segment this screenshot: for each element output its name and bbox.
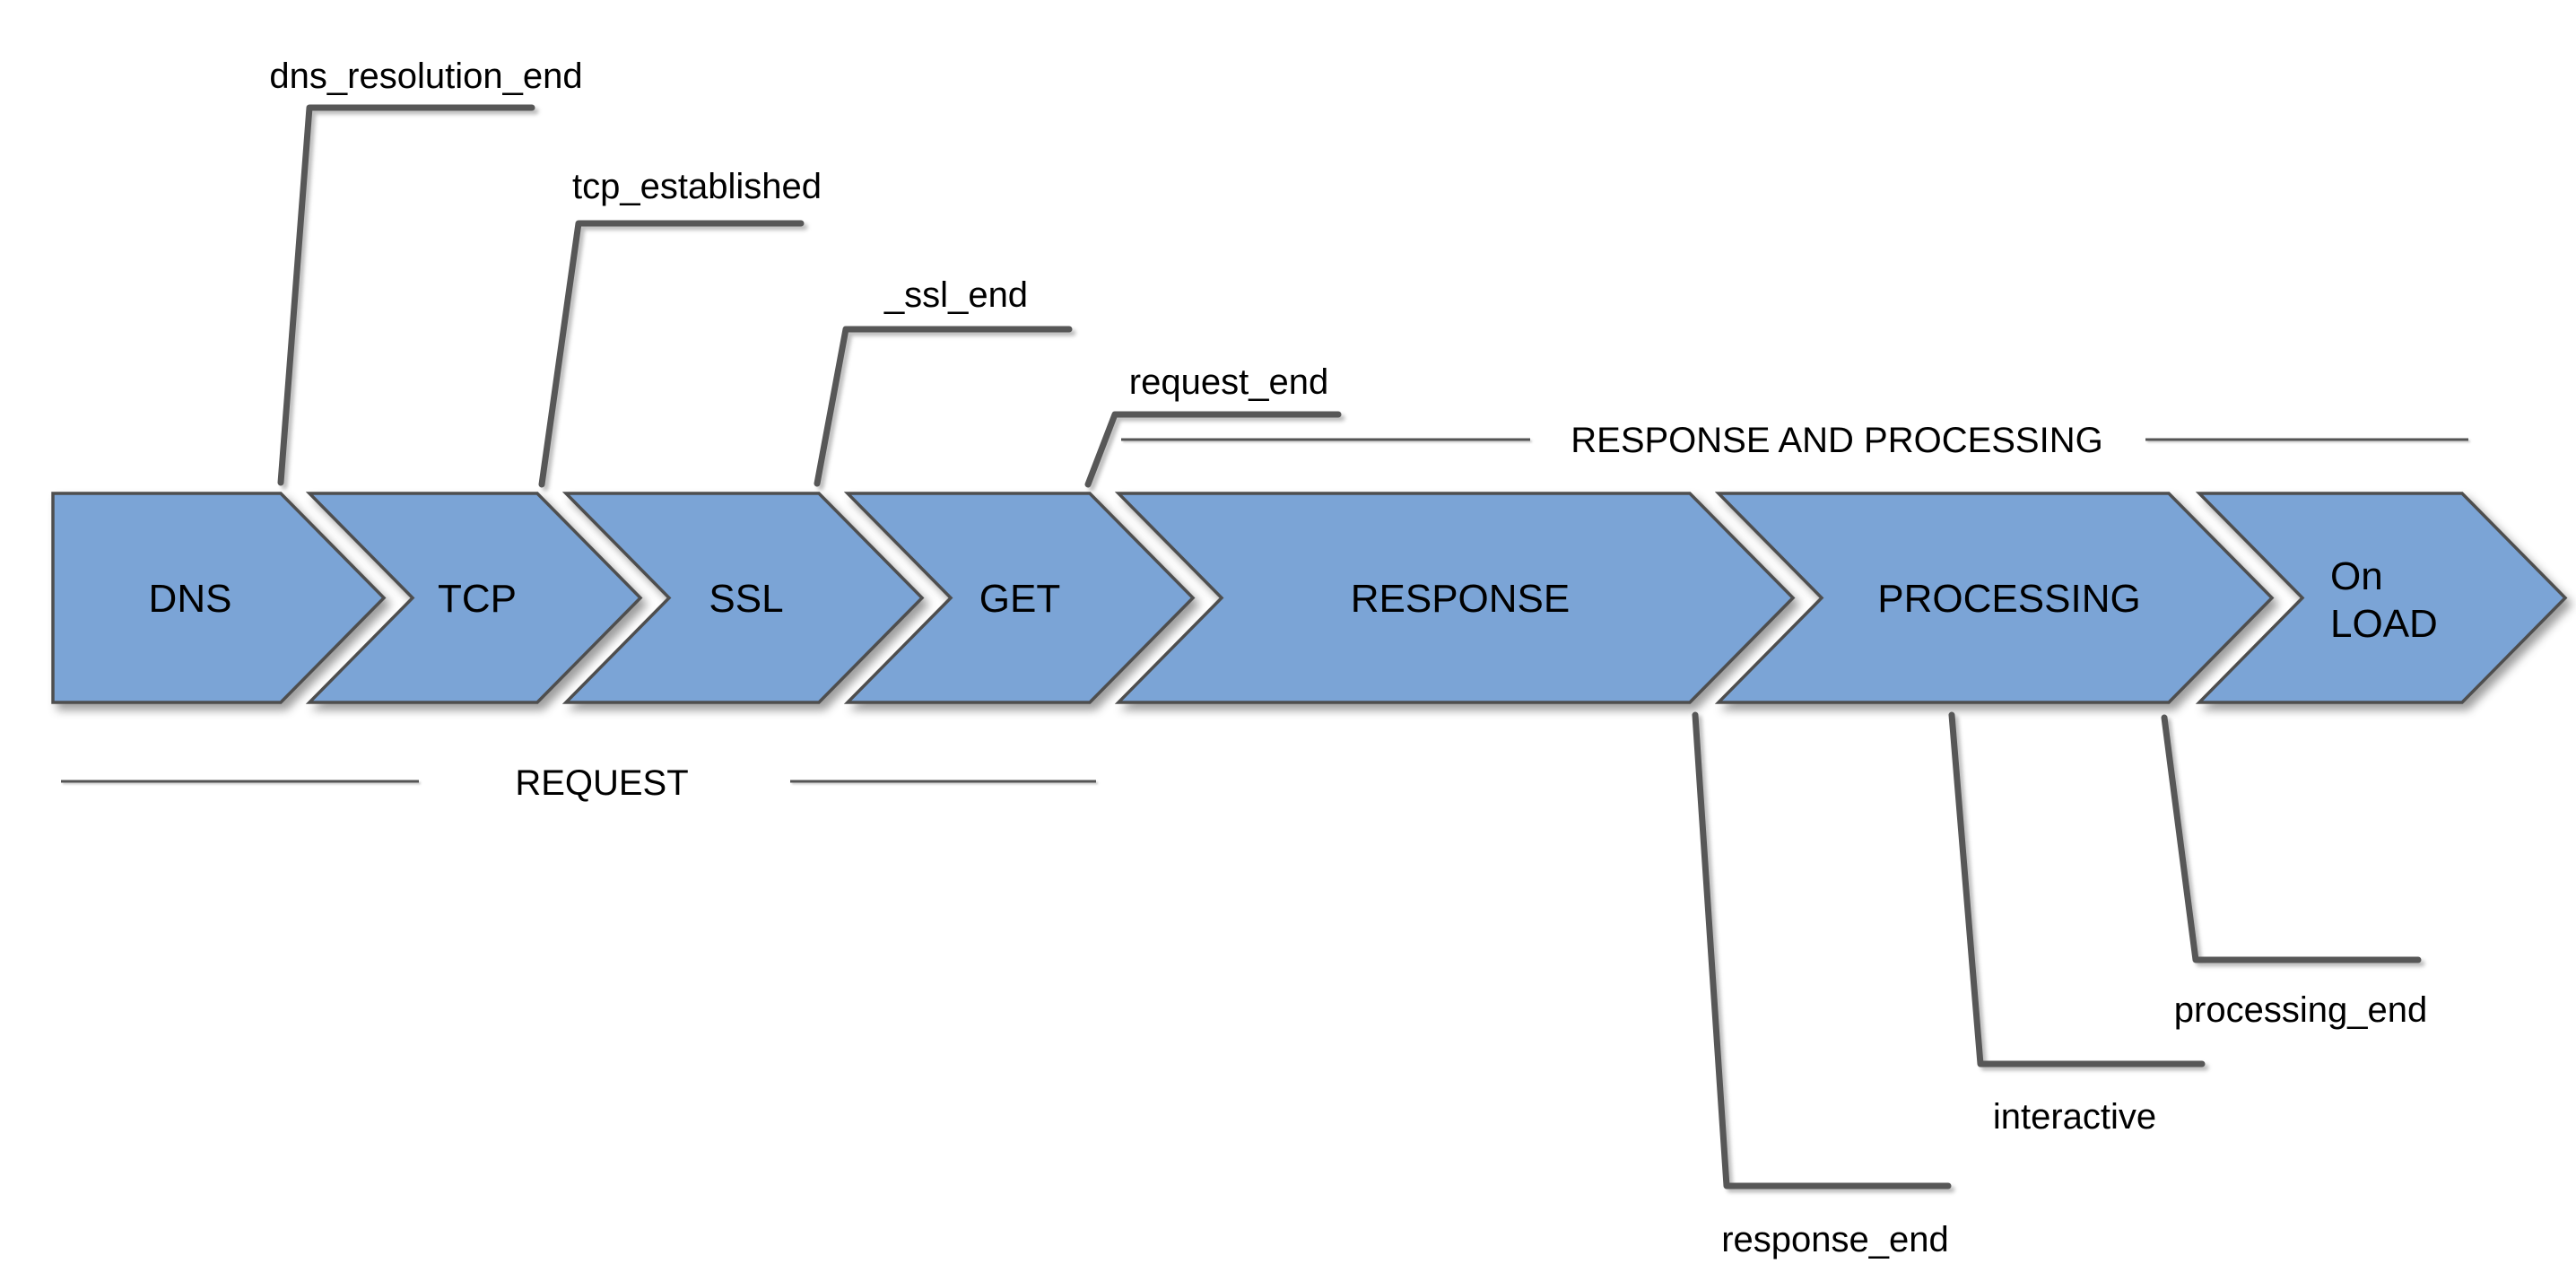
- phase-dns-shape: [51, 492, 387, 704]
- phase-ssl-shape: [561, 492, 925, 704]
- dns-resolution-end-callout-line: [277, 104, 535, 486]
- callout-ssl-end: _ssl_end: [814, 275, 1073, 487]
- processing-end-label: processing_end: [2174, 990, 2427, 1030]
- phase-tcp-shape: [305, 492, 643, 704]
- tcp-established-label: tcp_established: [572, 167, 822, 206]
- phase-get-label: GET: [979, 577, 1060, 621]
- phase-onload-label-line1: On: [2330, 554, 2383, 598]
- phase-processing: PROCESSING: [1714, 492, 2275, 704]
- phase-onload-shape: [2195, 492, 2568, 704]
- phase-response-shape: [1114, 492, 1796, 704]
- phase-processing-label: PROCESSING: [1877, 577, 2140, 621]
- tcp-established-callout-line: [538, 220, 805, 488]
- phase-processing-shape: [1714, 492, 2275, 704]
- phase-onload-label-line2: LOAD: [2330, 602, 2438, 646]
- callout-interactive: interactive: [1948, 711, 2206, 1137]
- phase-response-label: RESPONSE: [1351, 577, 1571, 621]
- phase-tcp: TCP: [305, 492, 643, 704]
- phase-get: GET: [843, 492, 1196, 704]
- callout-tcp-established: tcp_established: [538, 167, 822, 488]
- callout-response-end: response_end: [1692, 711, 1952, 1259]
- milestone-callouts-bottom: response_end interactive processing_end: [1692, 711, 2427, 1259]
- phase-dns: DNS: [51, 492, 387, 704]
- section-request: REQUEST: [61, 763, 1096, 803]
- ssl-end-callout-line: [814, 326, 1073, 487]
- phases: DNS TCP SSL GET RESPONSE PROCESSING: [51, 492, 2568, 704]
- response-end-callout-line: [1692, 711, 1952, 1190]
- interactive-callout-line: [1948, 711, 2206, 1068]
- response-end-label: response_end: [1721, 1220, 1949, 1259]
- callout-request-end: request_end: [1084, 362, 1342, 488]
- phase-ssl: SSL: [561, 492, 925, 704]
- interactive-label: interactive: [1993, 1097, 2156, 1137]
- request-end-callout-line: [1084, 411, 1342, 488]
- phase-tcp-label: TCP: [438, 577, 517, 621]
- phase-onload: On LOAD: [2195, 492, 2568, 704]
- phase-dns-label: DNS: [149, 577, 232, 621]
- phase-ssl-label: SSL: [709, 577, 783, 621]
- phase-response: RESPONSE: [1114, 492, 1796, 704]
- callout-dns-resolution-end: dns_resolution_end: [269, 57, 583, 486]
- dns-resolution-end-label: dns_resolution_end: [269, 57, 582, 96]
- request-end-label: request_end: [1129, 362, 1328, 402]
- response-processing-section-label: RESPONSE AND PROCESSING: [1571, 421, 2102, 460]
- ssl-end-label: _ssl_end: [883, 275, 1028, 315]
- request-section-label: REQUEST: [515, 763, 688, 803]
- callout-processing-end: processing_end: [2161, 714, 2427, 1030]
- section-response-and-processing: RESPONSE AND PROCESSING: [1121, 421, 2468, 460]
- milestone-callouts-top: dns_resolution_end tcp_established _ssl_…: [269, 57, 1342, 488]
- phase-get-shape: [843, 492, 1196, 704]
- processing-end-callout-line: [2161, 714, 2422, 963]
